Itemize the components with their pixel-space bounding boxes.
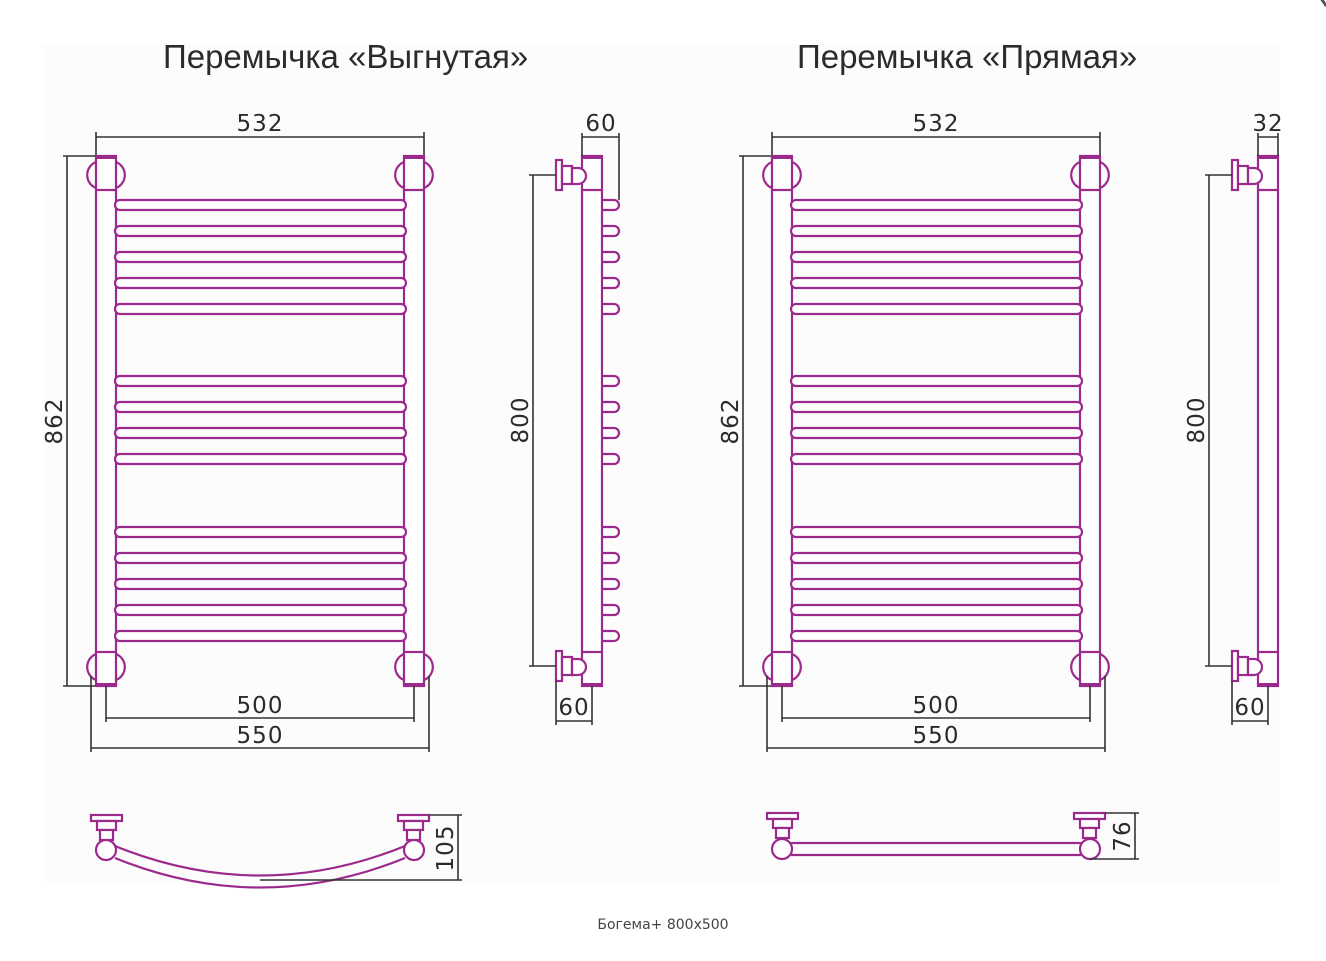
dimension-label-76: 76 — [1110, 820, 1136, 851]
dimension-label-862: 862 — [42, 398, 68, 445]
dimension-height: 862 — [718, 155, 773, 687]
left-riser — [94, 154, 118, 688]
dimension-label-105: 105 — [433, 825, 459, 872]
bars-curved — [113, 198, 408, 643]
dimension-label-depth-top: 60 — [585, 111, 616, 137]
side-view-curved: 60 800 60 — [508, 111, 621, 725]
dimension-label-500: 500 — [237, 693, 284, 719]
front-view-curved: 532 862 — [42, 111, 434, 752]
dimension-inner-width: 500 — [781, 686, 1091, 722]
right-riser — [402, 154, 426, 688]
top-view-curved: 105 — [89, 813, 462, 889]
dimension-outer-width: 550 — [90, 676, 430, 752]
side-view-straight: 32 800 60 — [1184, 111, 1283, 725]
front-view-straight: 532 862 — [718, 111, 1110, 752]
dimension-inner-width: 500 — [105, 686, 415, 722]
dimension-top-width: 532 — [771, 111, 1101, 158]
title-straight-jumper: Перемычка «Прямая» — [797, 38, 1138, 75]
dimension-label-800: 800 — [1184, 397, 1210, 444]
dimension-label-532: 532 — [237, 111, 284, 137]
dimension-label-550: 550 — [237, 723, 284, 749]
dimension-height: 862 — [42, 155, 97, 687]
bar-stubs — [602, 198, 621, 643]
dimension-label-depth-bottom: 60 — [1234, 695, 1265, 721]
dimension-label-532: 532 — [913, 111, 960, 137]
title-curved-jumper: Перемычка «Выгнутая» — [163, 38, 529, 75]
dimension-top-width: 532 — [95, 111, 425, 158]
product-caption: Богема+ 800x500 — [597, 917, 729, 933]
dimension-label-500: 500 — [913, 693, 960, 719]
top-view-straight: 76 — [765, 811, 1139, 861]
dimension-label-862: 862 — [718, 398, 744, 445]
dimension-label-depth-top: 32 — [1252, 111, 1283, 137]
bars-straight — [789, 198, 1084, 643]
dimension-label-depth-bottom: 60 — [558, 695, 589, 721]
dimension-outer-width: 550 — [766, 676, 1106, 752]
dimension-label-550: 550 — [913, 723, 960, 749]
dimension-label-800: 800 — [508, 397, 534, 444]
